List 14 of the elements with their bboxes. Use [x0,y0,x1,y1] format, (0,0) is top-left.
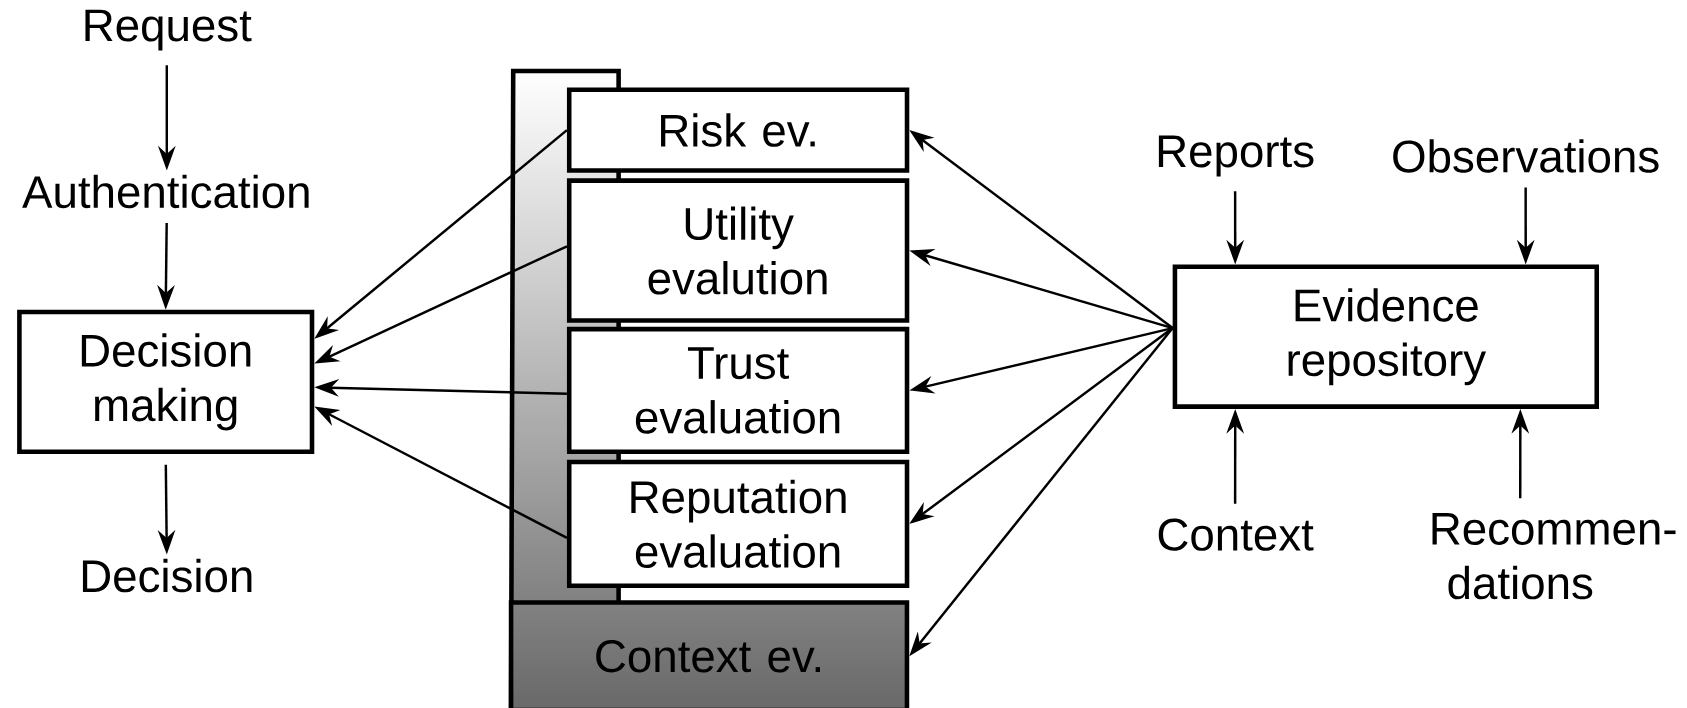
label-text: Observations [1393,139,1659,173]
process-box: Risk ev. [566,87,910,173]
process-box: Trust evaluation [566,326,910,455]
process-box: Reputation evaluation [566,459,910,589]
process-box: Decision making [17,309,315,455]
label-text: Recommen- dations [1432,513,1676,600]
label-text: Decision [82,558,252,593]
process-box: Evidence repository [1172,264,1599,409]
label-text: Authentication [22,174,309,209]
band-label: Context ev. [508,600,910,708]
label-text: Reports [1158,135,1314,177]
process-box: Utility evalution [566,178,910,323]
label-text: Context [1158,518,1314,551]
label-text: Request [85,9,252,51]
